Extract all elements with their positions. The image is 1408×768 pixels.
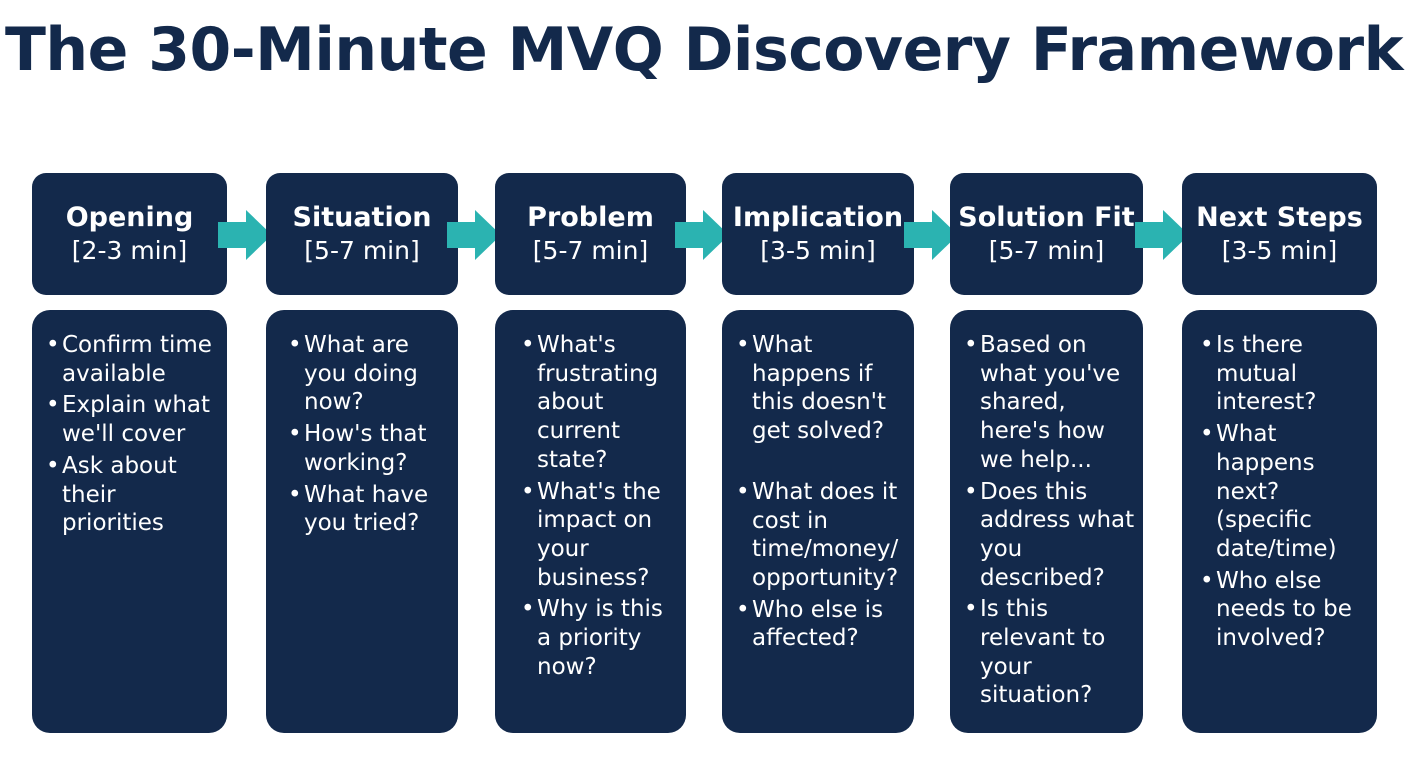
bullet-item: Confirm time available	[46, 331, 221, 388]
right-arrow-icon	[675, 210, 729, 260]
bullet-item: Does this address what you described?	[964, 478, 1137, 593]
stage-duration: [5-7 min]	[988, 236, 1105, 265]
stage-name: Situation	[292, 202, 432, 233]
bullet-list: What's frustrating about current state? …	[521, 331, 680, 681]
stage-duration: [5-7 min]	[532, 236, 649, 265]
page-title: The 30-Minute MVQ Discovery Framework	[5, 15, 1403, 85]
stage-name: Problem	[527, 202, 654, 233]
stage-body-situation: What are you doing now? How's that worki…	[266, 310, 458, 733]
bullet-item: Who else needs to be involved?	[1200, 567, 1371, 653]
bullet-item: Is there mutual interest?	[1200, 331, 1371, 417]
bullet-item: Based on what you've shared, here's how …	[964, 331, 1137, 475]
bullet-list: What happens if this doesn't get solved?…	[736, 331, 908, 653]
stage-header-solution-fit: Solution Fit [5-7 min]	[950, 173, 1143, 295]
stage-duration: [3-5 min]	[760, 236, 876, 265]
stage-name: Next Steps	[1196, 202, 1363, 233]
stage-header-next-steps: Next Steps [3-5 min]	[1182, 173, 1377, 295]
bullet-item: How's that working?	[288, 420, 452, 477]
bullet-item: Explain what we'll cover	[46, 391, 221, 448]
stage-body-problem: What's frustrating about current state? …	[495, 310, 686, 733]
bullet-item: What are you doing now?	[288, 331, 452, 417]
right-arrow-icon	[904, 210, 958, 260]
bullet-item: What's the impact on your business?	[521, 478, 680, 593]
stage-duration: [2-3 min]	[71, 236, 188, 265]
right-arrow-icon	[218, 210, 272, 260]
stage-header-opening: Opening [2-3 min]	[32, 173, 227, 295]
bullet-item: Who else is affected?	[736, 596, 908, 653]
bullet-list: What are you doing now? How's that worki…	[288, 331, 452, 538]
stage-header-situation: Situation [5-7 min]	[266, 173, 458, 295]
bullet-list: Is there mutual interest? What happens n…	[1200, 331, 1371, 653]
bullet-item: What happens next? (specific date/time)	[1200, 420, 1371, 564]
right-arrow-icon	[447, 210, 501, 260]
stage-name: Solution Fit	[958, 202, 1135, 233]
stage-duration: [3-5 min]	[1221, 236, 1338, 265]
bullet-list: Confirm time available Explain what we'l…	[46, 331, 221, 538]
stage-header-implication: Implication [3-5 min]	[722, 173, 914, 295]
bullet-list: Based on what you've shared, here's how …	[964, 331, 1137, 710]
right-arrow-icon	[1135, 210, 1189, 260]
bullet-item: Is this relevant to your situation?	[964, 595, 1137, 710]
bullet-item: What happens if this doesn't get solved?	[736, 331, 908, 446]
bullet-item: Why is this a priority now?	[521, 595, 680, 681]
stage-body-solution-fit: Based on what you've shared, here's how …	[950, 310, 1143, 733]
stage-name: Opening	[65, 202, 194, 233]
stage-duration: [5-7 min]	[304, 236, 420, 265]
bullet-item: What have you tried?	[288, 481, 452, 538]
stage-header-problem: Problem [5-7 min]	[495, 173, 686, 295]
bullet-item: What does it cost in time/money/ opportu…	[736, 478, 908, 593]
bullet-item: What's frustrating about current state?	[521, 331, 680, 475]
stage-body-implication: What happens if this doesn't get solved?…	[722, 310, 914, 733]
stage-name: Implication	[732, 202, 904, 233]
bullet-item: Ask about their priorities	[46, 452, 221, 538]
stage-body-next-steps: Is there mutual interest? What happens n…	[1182, 310, 1377, 733]
stage-body-opening: Confirm time available Explain what we'l…	[32, 310, 227, 733]
